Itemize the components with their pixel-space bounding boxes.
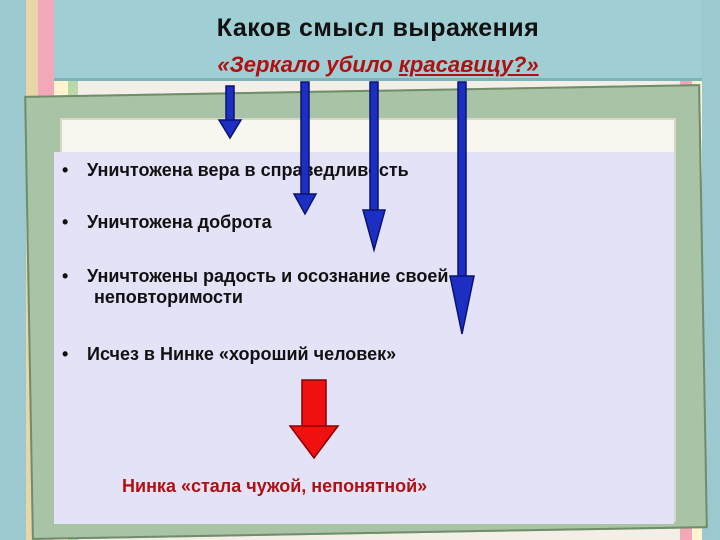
bullet-text: Уничтожена вера в справедливость bbox=[87, 160, 409, 180]
blue-arrow-2 bbox=[292, 81, 318, 216]
slide-subtitle: «Зеркало убило красавицу?» bbox=[54, 52, 702, 78]
bullet-text: Исчез в Нинке «хороший человек» bbox=[87, 344, 397, 364]
bullet-dot: • bbox=[62, 160, 69, 180]
subtitle-quote: «Зеркало убило bbox=[217, 52, 399, 77]
red-arrow bbox=[288, 379, 340, 460]
bullet-text: Уничтожена доброта bbox=[87, 212, 272, 232]
bullet-text: Уничтожены радость и осознание своей bbox=[87, 266, 449, 286]
bullet-item: • Исчез в Нинке «хороший человек» bbox=[62, 344, 396, 365]
bullet-dot: • bbox=[62, 266, 69, 286]
bullet-dot: • bbox=[62, 344, 69, 364]
slide-title: Каков смысл выражения bbox=[216, 14, 540, 42]
subtitle-underlined: красавицу?» bbox=[398, 52, 539, 77]
blue-arrow-1 bbox=[217, 85, 243, 140]
bullet-text-continued: неповторимости bbox=[94, 287, 243, 307]
title-box: Каков смысл выражения «Зеркало убило кра… bbox=[54, 0, 702, 81]
blue-arrow-3 bbox=[362, 81, 386, 253]
bullet-item: • Уничтожены радость и осознание своей н… bbox=[62, 266, 448, 308]
conclusion-text: Нинка «стала чужой, непонятной» bbox=[122, 476, 428, 496]
blue-arrow-4 bbox=[449, 81, 475, 335]
bullet-item: • Уничтожена доброта bbox=[62, 212, 272, 233]
bullet-item: • Уничтожена вера в справедливость bbox=[62, 160, 409, 181]
bullet-dot: • bbox=[62, 212, 69, 232]
